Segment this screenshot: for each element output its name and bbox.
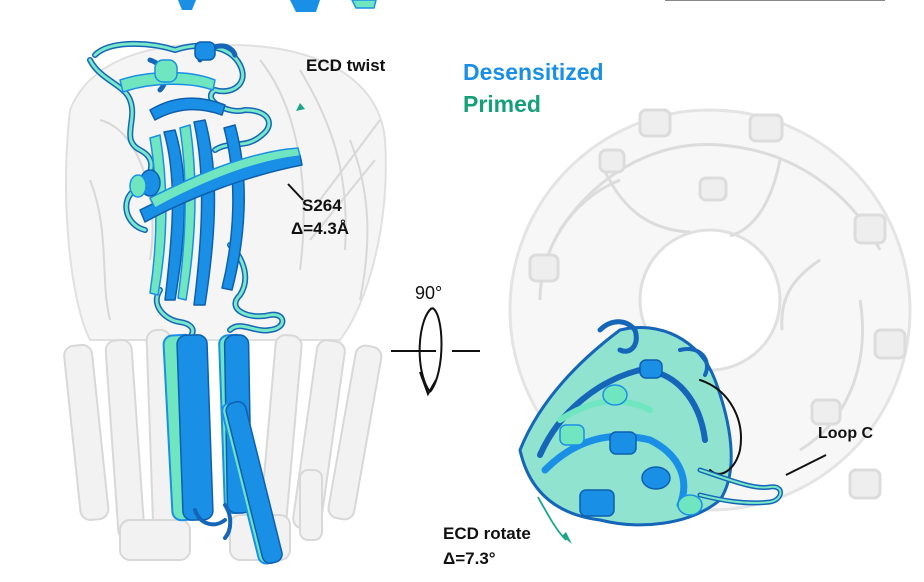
rotation-angle-label: 90° [415,283,443,303]
loop-c-label: Loop C [818,425,874,442]
top-view-highlighted-subunit [518,319,783,527]
ecd-twist-arrow [296,103,305,111]
s264-leader-line [287,183,304,201]
ecd-twist-label: ECD twist [306,56,386,75]
legend-primed: Primed [463,91,541,117]
loop-c-leader-line [785,454,827,476]
s264-delta-label: Δ=4.3Å [291,219,350,238]
ecd-rotate-delta-label: Δ=7.3° [443,549,496,568]
legend-desensitized: Desensitized [463,59,604,85]
s264-residue-label: S264 [302,196,342,215]
side-view-highlighted-subunit [87,40,303,565]
ecd-rotate-label: ECD rotate [443,524,531,543]
top-partial-shapes [178,0,885,12]
ecd-rotate-arrow [537,496,572,544]
rotation-symbol [391,307,480,397]
